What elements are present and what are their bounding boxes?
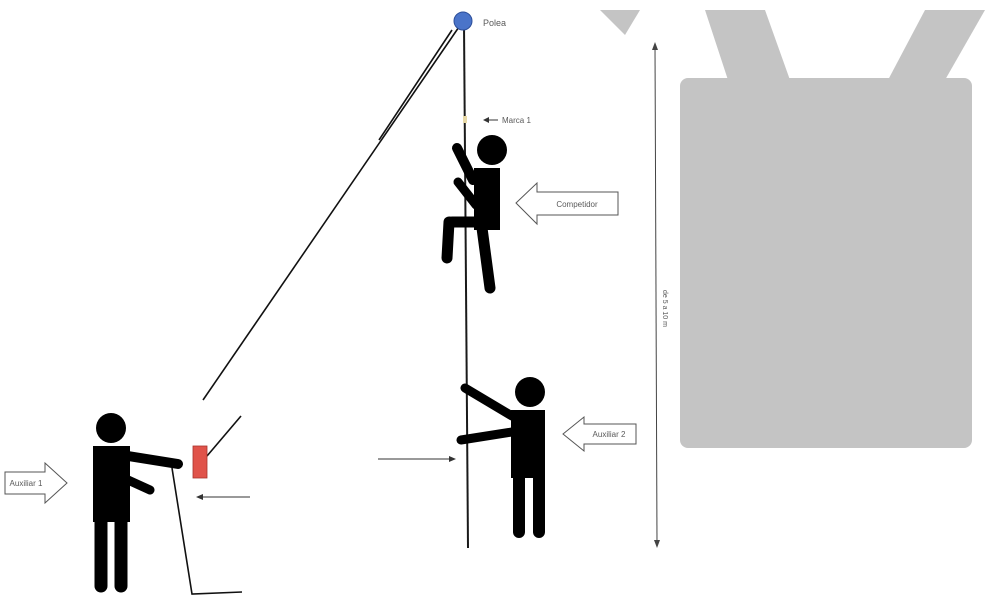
helper-1-figure	[93, 413, 178, 586]
competitor-arm-lower	[458, 182, 476, 205]
background-panel	[680, 78, 972, 448]
helper-2-arm-lower	[461, 432, 512, 440]
competitor-figure	[447, 135, 507, 288]
helper-2-label: Auxiliar 2	[593, 430, 626, 439]
dimension-arrow-up-icon	[652, 42, 658, 50]
belay-rope-slack	[172, 468, 242, 594]
helper-2-figure	[461, 377, 545, 532]
helper-1-label: Auxiliar 1	[10, 479, 43, 488]
belay-rope-short	[207, 416, 241, 456]
mark-indicator	[463, 116, 467, 123]
background-strap-left	[705, 10, 790, 80]
helper-1-arm-upper	[128, 456, 178, 464]
helper-1-arm-lower	[128, 480, 150, 490]
dimension-arrow-down-icon	[654, 540, 660, 548]
helper-2-head	[515, 377, 545, 407]
competitor-head	[477, 135, 507, 165]
helper-1-head	[96, 413, 126, 443]
brake-block-icon	[193, 446, 207, 478]
background-shape	[600, 10, 985, 448]
helper-2-arm-upper	[465, 388, 512, 416]
pulley-label: Polea	[483, 18, 506, 28]
belay-rope	[172, 24, 461, 594]
helper-1-callout: Auxiliar 1	[5, 463, 67, 503]
rope-pointer-arrow-icon	[378, 456, 456, 462]
helper-2-torso	[511, 410, 545, 478]
belay-rope-long	[203, 24, 461, 400]
height-dimension: de 5 a 10 m	[652, 42, 668, 548]
background-fragment	[600, 10, 640, 35]
belay-rope-upper	[379, 30, 452, 140]
height-range-label: de 5 a 10 m	[661, 290, 668, 327]
competitor-label: Competidor	[556, 200, 598, 209]
competitor-leg-right	[482, 228, 490, 288]
competitor-shin-left	[447, 222, 449, 258]
background-strap-right	[888, 10, 985, 80]
brake-pointer-arrow-icon	[196, 494, 250, 500]
competitor-callout: Competidor	[516, 183, 618, 224]
mark-label: Marca 1	[502, 116, 531, 125]
pulley-icon	[454, 12, 472, 30]
helper-2-callout: Auxiliar 2	[563, 417, 636, 451]
mark-arrow-icon	[483, 117, 498, 123]
dimension-line	[655, 46, 657, 544]
climbing-rope	[464, 24, 468, 548]
